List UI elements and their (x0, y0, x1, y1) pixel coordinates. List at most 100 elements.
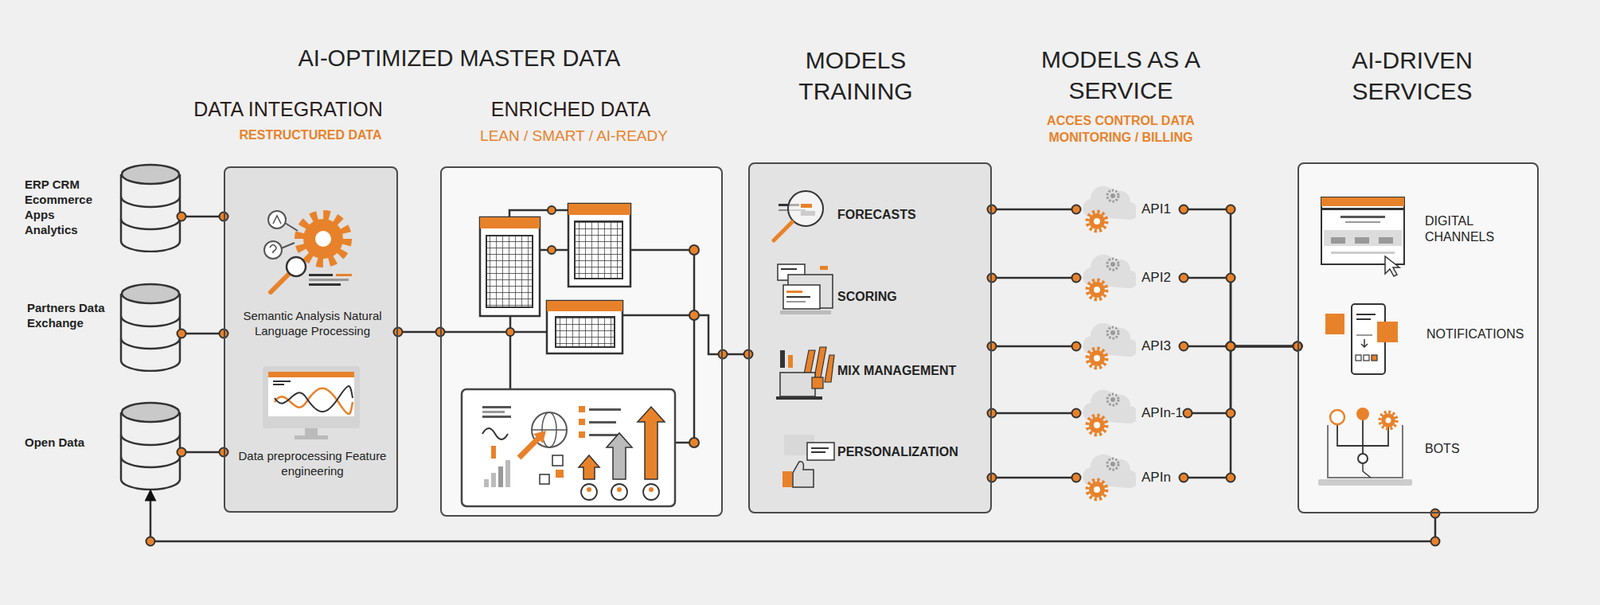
illustration-shape (783, 284, 820, 309)
edge-group (150, 209, 1436, 542)
api-service: APIn-1 (1076, 385, 1188, 441)
illustration-shape (262, 366, 360, 429)
illustration-shape (1356, 334, 1373, 336)
illustration-shape (531, 429, 567, 431)
illustration-shape (1330, 251, 1395, 254)
junction-dot (1226, 273, 1236, 283)
connector (150, 490, 1436, 542)
illustration-shape (480, 217, 540, 229)
illustration-shape (491, 472, 496, 488)
api-service: API1 (1076, 181, 1184, 238)
junction-dot (1072, 473, 1081, 483)
junction-dot (1226, 473, 1236, 483)
section-heading: MODELS TRAINING (784, 44, 928, 107)
illustration-shape (280, 242, 295, 249)
illustration-shape (440, 166, 723, 517)
illustration-shape (482, 405, 512, 409)
connector (181, 332, 224, 336)
illustration-shape (780, 372, 816, 397)
illustration-shape (461, 389, 676, 507)
illustration-shape (1356, 318, 1371, 320)
illustration-shape (786, 300, 806, 303)
illustration-shape (811, 451, 826, 453)
illustration-shape (568, 203, 631, 287)
illustration-shape (786, 290, 803, 293)
node-label: API1 (1141, 200, 1171, 218)
illustration-shape (1082, 254, 1139, 300)
illustration-shape (299, 214, 348, 263)
illustration-shape (482, 428, 508, 440)
illustration-shape (482, 415, 512, 418)
illustration-shape (780, 350, 785, 368)
illustration-shape (1318, 479, 1413, 486)
illustration-shape (1380, 412, 1398, 430)
illustration-shape (546, 300, 623, 354)
section-heading: AI-DRIVEN SERVICES (1316, 44, 1508, 107)
database-cylinders (120, 164, 180, 490)
illustration-shape (689, 245, 699, 255)
illustration-shape (308, 273, 333, 277)
node-label: Semantic Analysis Natural Language Proce… (228, 308, 397, 340)
illustration-shape (533, 430, 547, 444)
junction-dot (1226, 342, 1236, 352)
illustration-shape (606, 433, 633, 480)
illustration-shape (1321, 197, 1405, 207)
illustration-shape (1345, 221, 1381, 223)
illustration-shape (308, 283, 341, 286)
illustration-shape (284, 222, 298, 231)
illustration-shape (555, 469, 564, 478)
connector (991, 345, 1077, 348)
illustration-shape (776, 396, 823, 400)
connector (991, 476, 1077, 480)
node-label: API2 (1141, 269, 1171, 286)
junction-dot (987, 205, 997, 215)
illustration-shape (581, 483, 598, 500)
integration-panel: DATA INTEGRATIONRESTRUCTURED DATASemanti… (223, 166, 399, 513)
illustration-shape (547, 245, 556, 254)
illustration-shape (1325, 313, 1345, 335)
illustration-shape (552, 455, 563, 466)
illustration-shape (480, 217, 540, 317)
services-panel: AI-DRIVEN SERVICESDIGITAL CHANNELSNOTIFI… (1297, 162, 1539, 514)
illustration-shape (286, 257, 306, 277)
illustration-shape (616, 487, 622, 492)
illustration-shape (643, 483, 660, 500)
connector (1183, 277, 1298, 347)
illustration-shape (1340, 215, 1386, 219)
node-label: MIX MANAGEMENT (837, 362, 989, 379)
illustration-shape (1355, 355, 1362, 361)
illustration-shape (568, 203, 631, 215)
node-label: NOTIFICATIONS (1426, 326, 1524, 343)
illustration-shape (807, 442, 835, 461)
node-label: APIn-1 (1141, 404, 1183, 422)
junction-dot (1226, 342, 1236, 352)
illustration-shape (1082, 186, 1139, 231)
illustration-shape (611, 483, 628, 500)
junction-dot (1431, 537, 1440, 547)
junction-dot (1226, 342, 1236, 352)
illustration-shape (788, 355, 793, 368)
section-heading: MODELS AS A SERVICE (1017, 43, 1225, 106)
illustration-shape (1378, 237, 1394, 244)
illustration-shape (589, 421, 617, 424)
junction-dot (1179, 473, 1189, 483)
node-label: BOTS (1424, 440, 1460, 457)
connector (1183, 209, 1298, 347)
node-label: ERP CRM Ecommerce Apps Analytics (24, 176, 93, 238)
illustration-shape (273, 380, 291, 383)
illustration-shape (268, 371, 355, 417)
illustration-shape (1356, 407, 1370, 421)
junction-dot (987, 473, 997, 483)
junction-dot (1072, 273, 1081, 283)
illustration-shape (1321, 207, 1405, 211)
illustration-shape (482, 410, 505, 414)
illustration-shape (1330, 237, 1346, 244)
api-icons (1082, 186, 1139, 500)
node-label: RESTRUCTURED DATA (191, 127, 430, 144)
illustration-shape (120, 164, 180, 252)
illustration-shape (304, 428, 318, 436)
illustration-shape (1321, 197, 1405, 265)
junction-dot (1226, 205, 1236, 215)
